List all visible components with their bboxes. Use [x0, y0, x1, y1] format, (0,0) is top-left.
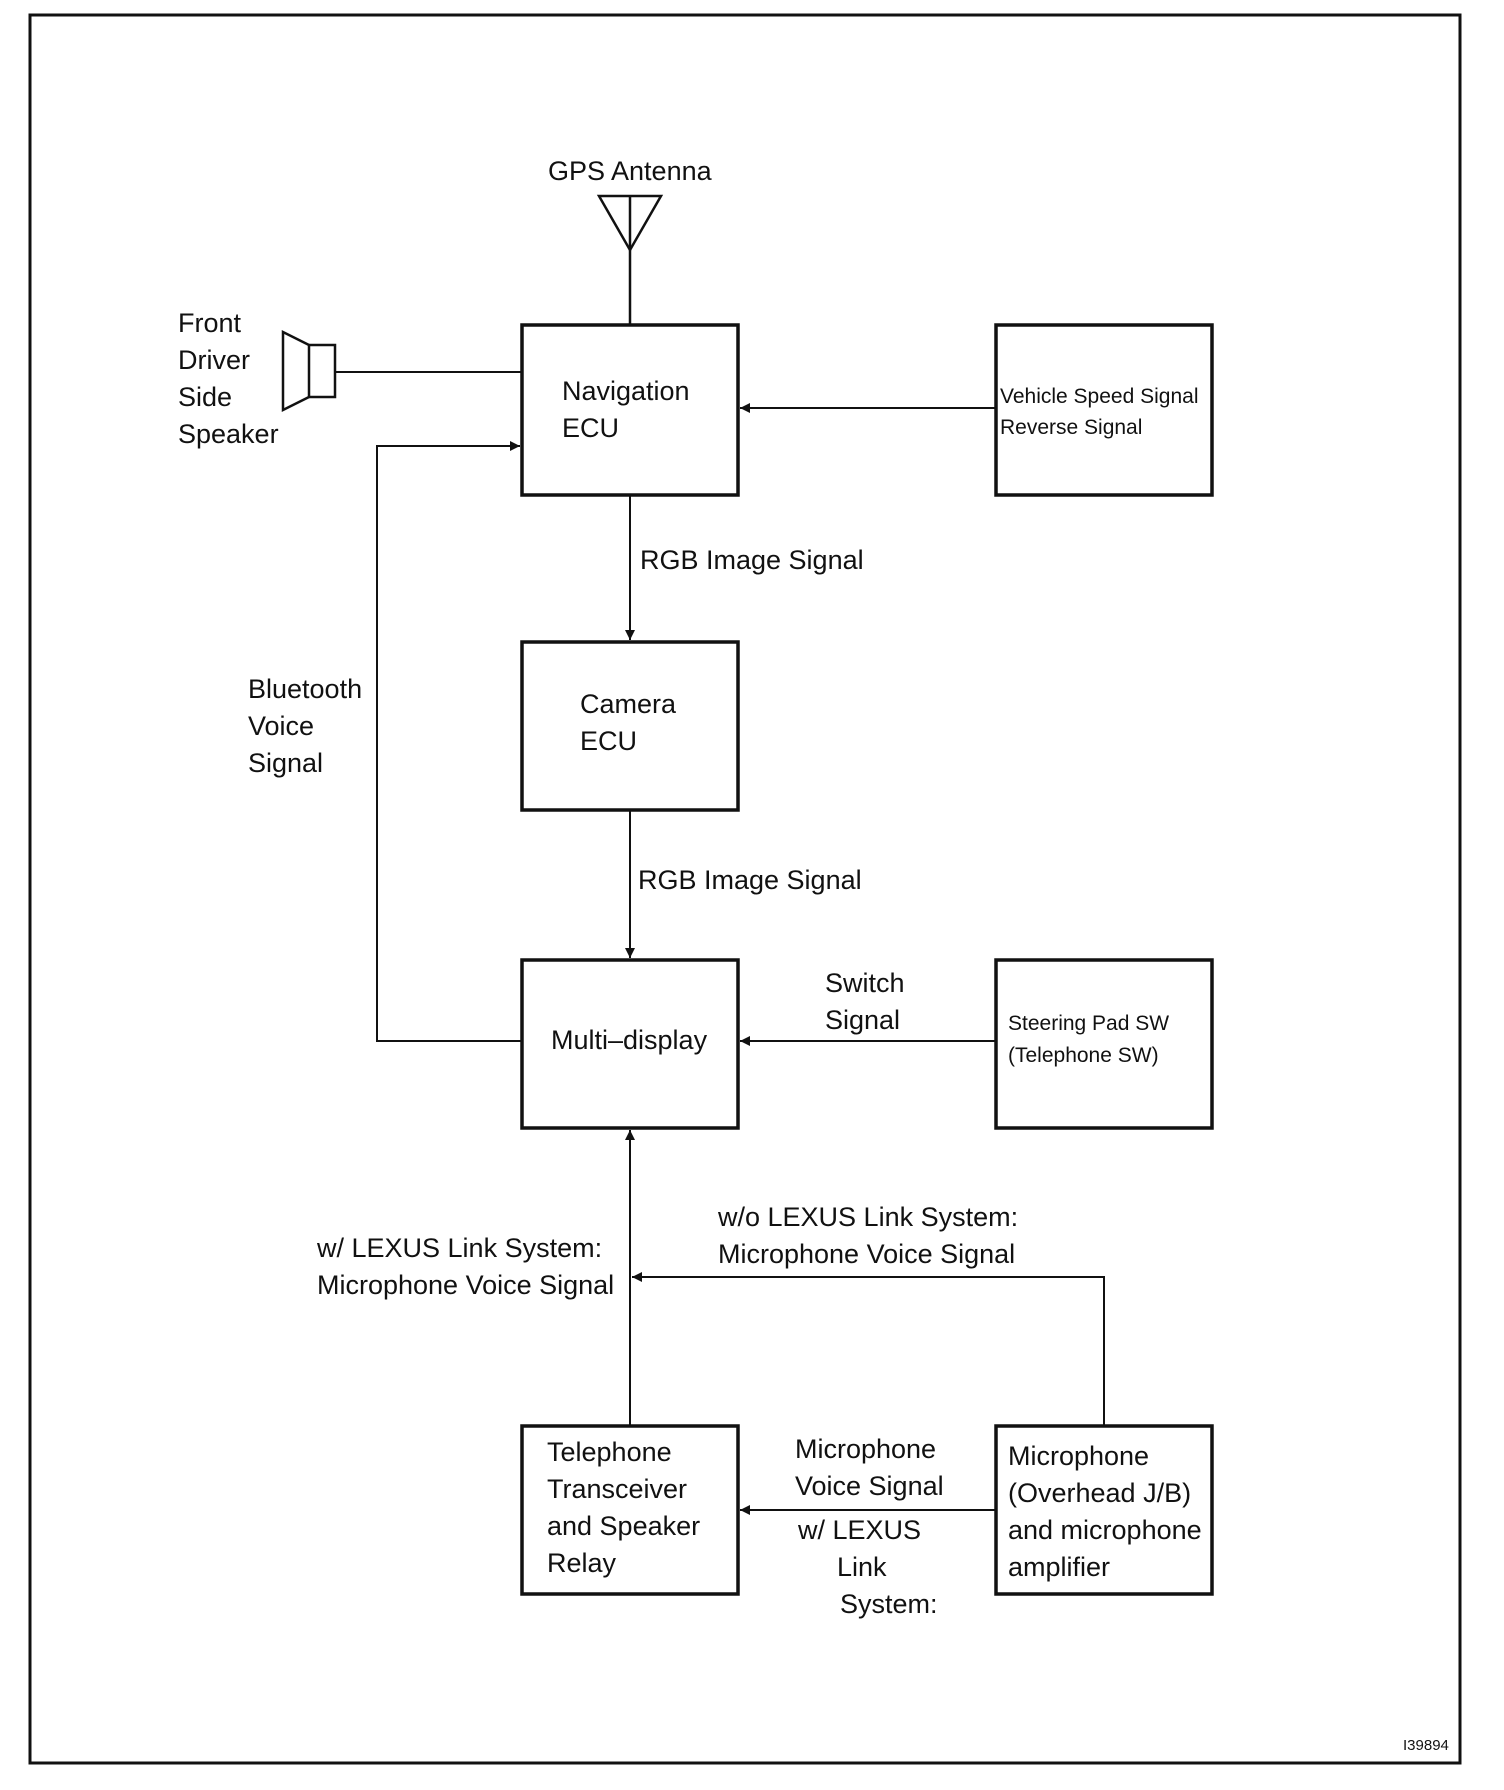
- svg-text:and microphone: and microphone: [1008, 1515, 1202, 1545]
- camera-ecu-label: Camera ECU: [580, 689, 677, 756]
- svg-text:Reverse Signal: Reverse Signal: [1000, 416, 1142, 439]
- microphone-voice-label: Microphone Voice Signal: [795, 1434, 944, 1501]
- wo-lexus-voice-label: w/o LEXUS Link System: Microphone Voice …: [717, 1202, 1018, 1269]
- rgb-signal-label-1: RGB Image Signal: [640, 545, 864, 575]
- vehicle-speed-label: Vehicle Speed Signal Reverse Signal: [1000, 385, 1199, 439]
- svg-text:amplifier: amplifier: [1008, 1552, 1110, 1582]
- svg-text:Side: Side: [178, 382, 232, 412]
- bluetooth-signal-label: Bluetooth Voice Signal: [248, 674, 362, 778]
- svg-text:Voice Signal: Voice Signal: [795, 1471, 944, 1501]
- svg-text:w/ LEXUS: w/ LEXUS: [797, 1515, 921, 1545]
- svg-text:Microphone: Microphone: [1008, 1441, 1149, 1471]
- svg-text:(Telephone SW): (Telephone SW): [1008, 1044, 1159, 1067]
- navigation-ecu-block: [520, 323, 740, 497]
- svg-text:Link: Link: [837, 1552, 887, 1582]
- svg-text:Switch: Switch: [825, 968, 905, 998]
- switch-signal-label: Switch Signal: [825, 968, 905, 1035]
- w-lexus-voice-label: w/ LEXUS Link System: Microphone Voice S…: [316, 1233, 614, 1300]
- svg-text:Driver: Driver: [178, 345, 250, 375]
- rgb-signal-label-2: RGB Image Signal: [638, 865, 862, 895]
- speaker-icon: [281, 329, 337, 413]
- svg-text:Microphone Voice Signal: Microphone Voice Signal: [317, 1270, 614, 1300]
- camera-ecu-block: [520, 640, 740, 812]
- svg-text:Relay: Relay: [547, 1548, 617, 1578]
- telephone-transceiver-label: Telephone Transceiver and Speaker Relay: [547, 1437, 700, 1578]
- microphone-lexus-label: w/ LEXUS Link System:: [797, 1515, 938, 1619]
- svg-text:Signal: Signal: [825, 1005, 900, 1035]
- navigation-ecu-label: Navigation ECU: [562, 376, 690, 443]
- svg-text:Telephone: Telephone: [547, 1437, 672, 1467]
- microphone-label: Microphone (Overhead J/B) and microphone…: [1008, 1441, 1202, 1582]
- svg-text:w/o LEXUS Link System:: w/o LEXUS Link System:: [717, 1202, 1018, 1232]
- outer-frame: [28, 13, 1462, 1765]
- svg-text:Voice: Voice: [248, 711, 314, 741]
- svg-text:Camera: Camera: [580, 689, 677, 719]
- svg-text:Bluetooth: Bluetooth: [248, 674, 362, 704]
- gps-antenna-label: GPS Antenna: [548, 156, 713, 186]
- multi-display-block: [520, 958, 740, 1130]
- svg-text:Signal: Signal: [248, 748, 323, 778]
- multi-display-label: Multi–display: [551, 1025, 708, 1055]
- figure-id: I39894: [1403, 1737, 1449, 1754]
- svg-text:and Speaker: and Speaker: [547, 1511, 700, 1541]
- svg-text:(Overhead J/B): (Overhead J/B): [1008, 1478, 1191, 1508]
- svg-text:Transceiver: Transceiver: [547, 1474, 687, 1504]
- svg-text:ECU: ECU: [580, 726, 637, 756]
- bluetooth-signal-arrow: [376, 441, 522, 1042]
- svg-text:Vehicle Speed Signal: Vehicle Speed Signal: [1000, 385, 1199, 408]
- svg-text:ECU: ECU: [562, 413, 619, 443]
- svg-text:Steering Pad SW: Steering Pad SW: [1008, 1012, 1169, 1035]
- wo-lexus-voice-arrow: [632, 1272, 1105, 1426]
- telephone-transceiver-block: [520, 1424, 740, 1596]
- svg-text:Navigation: Navigation: [562, 376, 690, 406]
- svg-text:Microphone Voice Signal: Microphone Voice Signal: [718, 1239, 1015, 1269]
- steering-pad-block: [994, 958, 1214, 1130]
- speaker-label: Front Driver Side Speaker: [178, 308, 279, 449]
- svg-text:Front: Front: [178, 308, 242, 338]
- svg-text:System:: System:: [840, 1589, 938, 1619]
- microphone-block: [994, 1424, 1214, 1596]
- vehicle-speed-block: [994, 323, 1214, 497]
- steering-pad-label: Steering Pad SW (Telephone SW): [1008, 1012, 1169, 1067]
- svg-text:Speaker: Speaker: [178, 419, 279, 449]
- gps-antenna-icon: [596, 194, 664, 325]
- svg-text:w/ LEXUS Link System:: w/ LEXUS Link System:: [316, 1233, 602, 1263]
- svg-text:Microphone: Microphone: [795, 1434, 936, 1464]
